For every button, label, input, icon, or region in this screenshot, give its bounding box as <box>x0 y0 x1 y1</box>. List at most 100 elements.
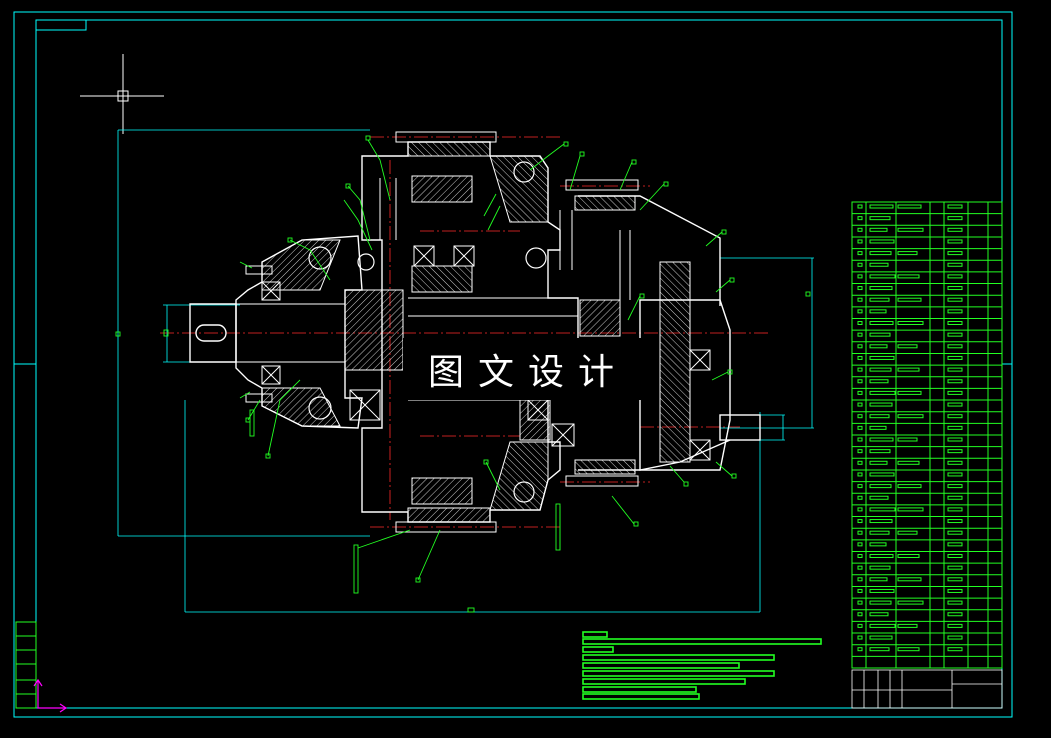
leader-lines <box>239 139 733 581</box>
parts-list-cell-text <box>857 635 863 640</box>
title-block <box>851 669 1003 709</box>
parts-list-cell-text <box>869 460 888 465</box>
parts-list-cell-text <box>869 565 891 570</box>
parts-list-cell-text <box>947 472 963 477</box>
parts-list-cell-text <box>947 484 963 489</box>
parts-list-cell-text <box>869 507 896 512</box>
bolt-holes <box>308 161 547 503</box>
parts-list-cell-text <box>857 204 863 209</box>
parts-list-cell-text <box>857 425 863 430</box>
parts-list-cell-text <box>869 635 893 640</box>
parts-list-cell-text <box>947 600 963 605</box>
parts-list-cell-text <box>869 344 888 349</box>
parts-list-cell-text <box>947 309 963 314</box>
watermark-text: 图文设计 <box>427 352 628 393</box>
parts-list-cell-text <box>857 612 863 617</box>
parts-list-cell-text <box>947 460 963 465</box>
parts-list-cell-text <box>857 414 863 419</box>
parts-list-cell-text <box>869 612 889 617</box>
parts-list-cell-text <box>869 600 892 605</box>
parts-list-cell-text <box>947 449 963 454</box>
parts-list-cell-text <box>947 635 963 640</box>
gearbox-housing <box>189 141 761 523</box>
parts-list-cell-text <box>897 484 922 489</box>
parts-list-cell-text <box>857 216 863 221</box>
parts-list-cell-text <box>897 437 918 442</box>
parts-list-cell-text <box>869 321 894 325</box>
parts-list-cell-text <box>869 530 890 535</box>
parts-list-cell-text <box>869 216 891 221</box>
parts-list-cell-text <box>869 472 895 477</box>
parts-list-cell-text <box>857 309 863 314</box>
parts-list-cell-text <box>947 425 963 430</box>
leader-tags <box>115 135 811 613</box>
parts-list-cell-text <box>857 530 863 535</box>
parts-list-cell-text <box>857 286 863 291</box>
parts-list-cell-text <box>897 204 922 209</box>
parts-list-cell-text <box>857 600 863 605</box>
parts-list-cell-text <box>897 600 924 605</box>
parts-list-cell-text <box>897 321 924 325</box>
parts-list-cell-text <box>869 239 895 244</box>
parts-list-cell-text <box>897 274 920 279</box>
parts-list-cell-text <box>857 449 863 454</box>
parts-list-cell-text <box>857 227 863 232</box>
parts-list-cell-text <box>947 286 963 291</box>
parts-list-cell-text <box>897 577 922 582</box>
parts-list-cell-text <box>857 647 863 652</box>
parts-list-cell-text <box>947 204 963 209</box>
parts-list-cell-text <box>897 460 920 465</box>
parts-list-cell-text <box>857 321 863 325</box>
bearings <box>261 245 711 461</box>
parts-list-cell-text <box>947 530 963 535</box>
parts-list-cell-text <box>869 437 894 442</box>
parts-list-cell-text <box>869 309 887 314</box>
parts-list-cell-text <box>869 623 896 628</box>
parts-list-cell-text <box>869 379 889 384</box>
parts-list-cell-text <box>857 332 863 337</box>
parts-list-cell-text <box>897 554 920 558</box>
parts-list-cell-text <box>947 437 963 442</box>
parts-list-cell-text <box>857 355 863 360</box>
parts-list-cell-text <box>897 623 918 628</box>
parts-list-cell-text <box>857 379 863 384</box>
hatched-sections <box>261 141 691 523</box>
parts-list-cell-text <box>857 623 863 628</box>
parts-list-cell-text <box>947 344 963 349</box>
parts-list-cell-text <box>869 262 889 267</box>
parts-list-cell-text <box>869 577 888 582</box>
parts-list-cell-text <box>869 519 893 524</box>
parts-list-cell-text <box>947 414 963 419</box>
parts-list-cell-text <box>869 647 890 652</box>
parts-list-cell-text <box>857 484 863 489</box>
parts-list-cell-text <box>857 472 863 477</box>
parts-list-cell-text <box>869 414 890 419</box>
parts-list-cell-text <box>869 332 891 337</box>
ucs-icon <box>33 678 68 713</box>
parts-list-cell-text <box>897 414 924 419</box>
parts-list-cell-text <box>897 367 920 372</box>
side-binding-cells <box>15 621 37 709</box>
parts-list-cell-text <box>857 297 863 302</box>
crosshair-cursor-icon <box>80 54 164 134</box>
parts-list-cell-text <box>857 262 863 267</box>
parts-list-cell-text <box>947 542 963 547</box>
parts-list-cell-text <box>947 554 963 558</box>
parts-list-cell-text <box>857 507 863 512</box>
parts-list-cell-text <box>869 274 896 279</box>
parts-list-table <box>851 201 1003 669</box>
parts-list-cell-text <box>857 367 863 372</box>
parts-list-cell-text <box>897 251 918 256</box>
parts-list-cell-text <box>897 530 918 535</box>
parts-list-cell-text <box>947 367 963 372</box>
parts-list-cell-text <box>947 495 963 500</box>
parts-list-cell-text <box>869 286 893 291</box>
parts-list-cell-text <box>869 542 887 547</box>
parts-list-cell-text <box>857 251 863 256</box>
parts-list-cell-text <box>947 519 963 524</box>
parts-list-cell-text <box>897 297 922 302</box>
parts-list-cell-text <box>869 251 892 256</box>
parts-list-cell-text <box>869 495 889 500</box>
parts-list-cell-text <box>947 332 963 337</box>
